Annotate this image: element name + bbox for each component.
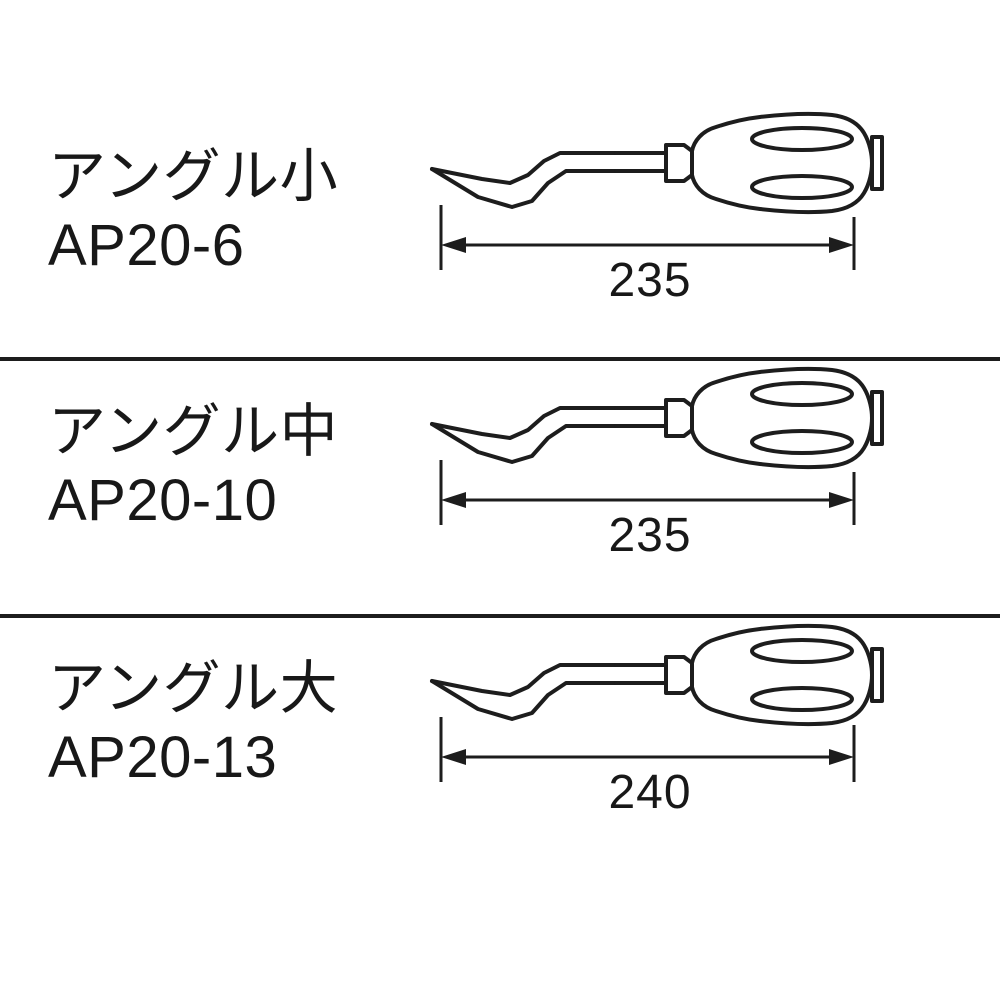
product-label-block: アングル中 AP20-10 [48, 398, 408, 536]
ferrule-collar [664, 143, 694, 183]
dimension-value: 235 [608, 254, 692, 307]
tool-illustration [430, 366, 884, 470]
handle-grip-oval-lower [750, 429, 854, 455]
dimension-arrowhead-right [829, 492, 854, 508]
dimension-arrowhead-right [829, 749, 854, 765]
tool-drawing [420, 105, 920, 360]
ferrule-collar [664, 398, 694, 438]
dimension-value: 240 [608, 766, 692, 819]
blade-top-edge [430, 151, 618, 185]
handle-end-cap [870, 390, 884, 446]
product-name-jp: アングル大 [48, 656, 339, 721]
ferrule-collar [664, 655, 694, 695]
tool-drawing [420, 617, 920, 872]
blade-bottom-edge [430, 167, 618, 209]
product-model-number: AP20-10 [48, 468, 278, 533]
product-name-jp: アングル小 [48, 144, 339, 209]
tool-illustration [430, 111, 884, 215]
product-model-number: AP20-13 [48, 725, 278, 790]
dimension-arrowhead-left [441, 237, 466, 253]
dimension-arrowhead-left [441, 749, 466, 765]
dimension-value: 235 [608, 509, 692, 562]
blade-top-edge [430, 663, 618, 697]
row-divider [0, 614, 1000, 618]
dimension-annotation [439, 205, 856, 270]
product-label-block: アングル小 AP20-6 [48, 143, 408, 281]
handle-grip-oval-upper [750, 381, 854, 407]
row-divider [0, 357, 1000, 361]
handle-grip-oval-lower [750, 686, 854, 712]
dimension-annotation [439, 460, 856, 525]
tool-drawing [420, 360, 920, 615]
dimension-arrowhead-left [441, 492, 466, 508]
blade-bottom-edge [430, 679, 618, 721]
tool-illustration [430, 623, 884, 727]
product-row: アングル小 AP20-6 [0, 105, 1000, 360]
blade-bottom-edge [430, 422, 618, 464]
product-model-number: AP20-6 [48, 213, 245, 278]
handle-end-cap [870, 647, 884, 703]
handle-grip-oval-upper [750, 638, 854, 664]
handle-grip-oval-upper [750, 126, 854, 152]
handle-grip-oval-lower [750, 174, 854, 200]
product-label-block: アングル大 AP20-13 [48, 655, 408, 793]
product-row: アングル中 AP20-10 [0, 360, 1000, 615]
product-name-jp: アングル中 [48, 399, 339, 464]
dimension-annotation [439, 717, 856, 782]
blade-top-edge [430, 406, 618, 440]
product-row: アングル大 AP20-13 [0, 617, 1000, 872]
dimension-arrowhead-right [829, 237, 854, 253]
handle-end-cap [870, 135, 884, 191]
